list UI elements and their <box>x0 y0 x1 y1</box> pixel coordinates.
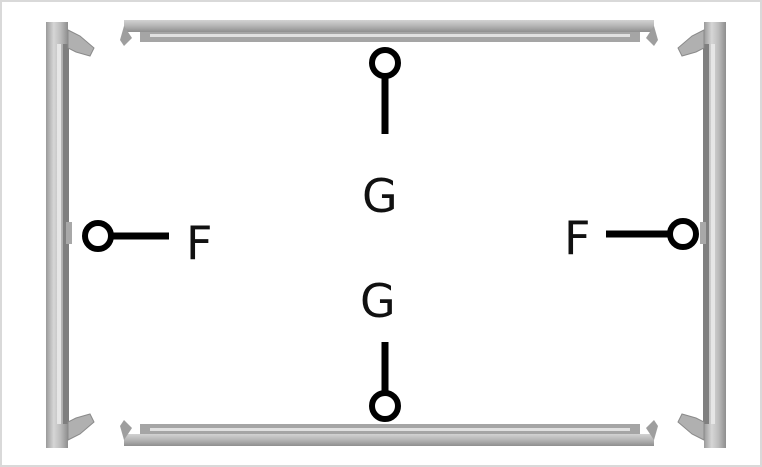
callout-left: F <box>82 216 212 270</box>
callout-left-label: F <box>186 216 212 270</box>
callout-bottom-marker <box>369 390 401 422</box>
callout-bottom: G <box>360 274 401 422</box>
top-rail <box>120 20 658 46</box>
callout-top: G <box>362 47 401 223</box>
bottom-rail <box>120 420 658 446</box>
callout-right: F <box>564 211 699 265</box>
callout-left-marker <box>82 220 114 252</box>
callout-bottom-label: G <box>360 274 396 328</box>
callout-right-marker <box>667 218 699 250</box>
callout-right-label: F <box>564 211 590 265</box>
right-rail <box>677 22 726 448</box>
callout-top-marker <box>369 47 401 79</box>
left-rail <box>46 22 95 448</box>
callout-top-label: G <box>362 169 398 223</box>
